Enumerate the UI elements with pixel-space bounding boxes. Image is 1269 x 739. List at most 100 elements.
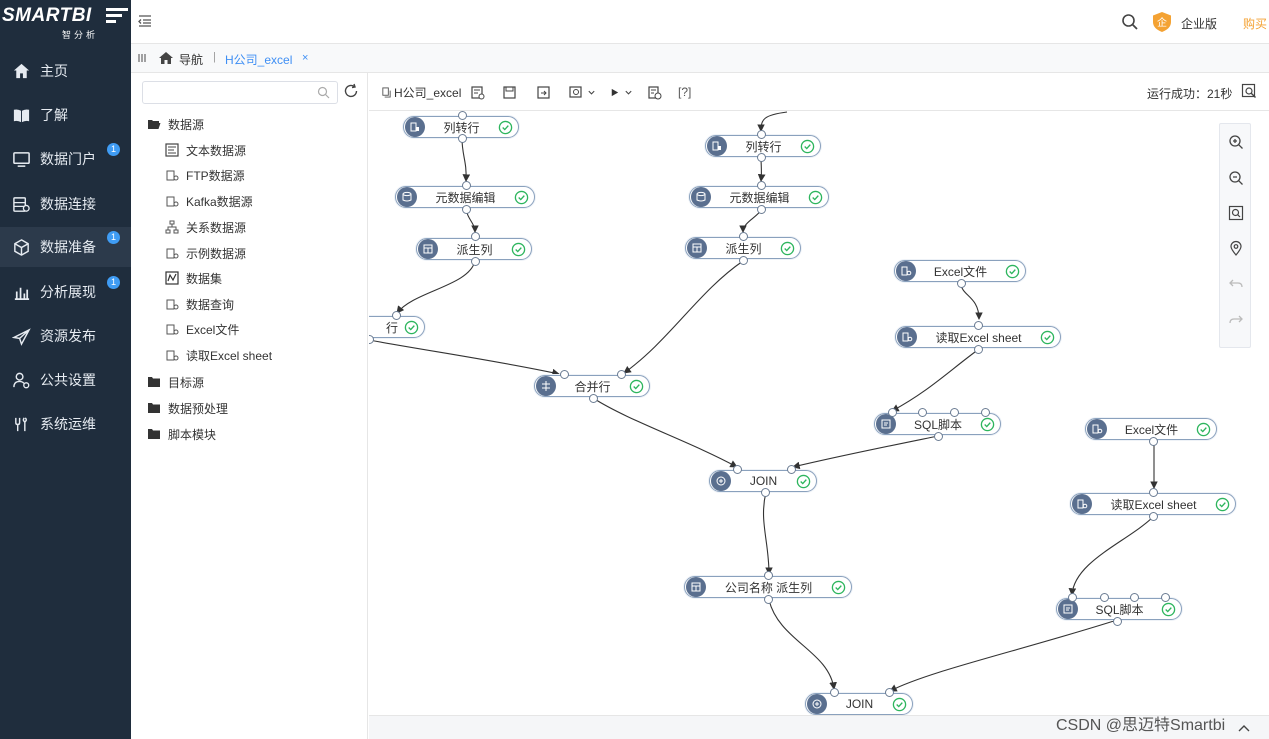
output-port[interactable] (1149, 512, 1158, 521)
tree-label: 关系数据源 (186, 220, 247, 235)
tree-item-read-excel-sheet[interactable]: 读取Excel sheet (165, 345, 272, 365)
input-port[interactable] (733, 465, 742, 474)
search-icon[interactable] (317, 86, 330, 99)
tree-item-relational-source[interactable]: 关系数据源 (165, 217, 246, 237)
nav-item-data-prep[interactable]: 数据准备 1 (0, 227, 131, 267)
collapse-menu-icon[interactable] (137, 13, 153, 29)
input-port[interactable] (918, 408, 927, 417)
nav-item-analysis[interactable]: 分析展现 1 (0, 272, 131, 312)
breadcrumb-nav[interactable]: 导航 (179, 53, 204, 67)
output-port[interactable] (739, 256, 748, 265)
output-port[interactable] (462, 205, 471, 214)
output-port[interactable] (764, 595, 773, 604)
input-port[interactable] (1130, 593, 1139, 602)
output-port[interactable] (957, 279, 966, 288)
flow-node-union-rows[interactable]: 合并行 (534, 375, 650, 397)
locate-icon[interactable] (1228, 240, 1244, 256)
preview-icon[interactable] (1241, 83, 1257, 99)
search-icon[interactable] (1121, 13, 1139, 31)
redo-icon[interactable] (1228, 312, 1244, 328)
output-port[interactable] (458, 134, 467, 143)
nav-item-home[interactable]: 主页 (0, 51, 131, 91)
zoom-in-icon[interactable] (1228, 134, 1244, 150)
output-port[interactable] (1113, 617, 1122, 626)
tree-folder-target[interactable]: 目标源 (147, 372, 204, 392)
output-port[interactable] (974, 345, 983, 354)
tree-item-sample-source[interactable]: 示例数据源 (165, 243, 246, 263)
input-port[interactable] (787, 465, 796, 474)
run-dropdown[interactable] (609, 84, 633, 100)
input-port[interactable] (764, 571, 773, 580)
input-port[interactable] (392, 311, 401, 320)
nav-item-portal[interactable]: 数据门户 1 (0, 139, 131, 179)
run-log-button[interactable] (647, 84, 662, 100)
tree-folder-script[interactable]: 脚本模块 (147, 424, 216, 444)
tree-item-excel-file[interactable]: Excel文件 (165, 319, 239, 339)
help-button[interactable]: [?] (678, 85, 692, 99)
tab-close-icon[interactable]: × (302, 52, 309, 64)
input-port[interactable] (1161, 593, 1170, 602)
nav-item-connection[interactable]: 数据连接 (0, 184, 131, 224)
flow-node-join-1[interactable]: JOIN (709, 470, 817, 492)
properties-button[interactable] (470, 84, 485, 100)
undo-icon[interactable] (1228, 276, 1244, 292)
tree-item-text-source[interactable]: 文本数据源 (165, 140, 246, 160)
input-port[interactable] (1068, 593, 1077, 602)
settings-dropdown[interactable] (569, 84, 596, 100)
flow-node-sql-script-2[interactable]: SQL脚本 (1056, 598, 1182, 620)
nav-item-publish[interactable]: 资源发布 (0, 316, 131, 356)
tree-folder-preprocess[interactable]: 数据预处理 (147, 398, 228, 418)
nav-item-learn[interactable]: 了解 (0, 95, 131, 135)
input-port[interactable] (1100, 593, 1109, 602)
save-as-button[interactable] (536, 84, 551, 100)
input-port[interactable] (950, 408, 959, 417)
output-port[interactable] (1149, 437, 1158, 446)
input-port[interactable] (739, 232, 748, 241)
output-port[interactable] (757, 205, 766, 214)
tree-item-data-query[interactable]: 数据查询 (165, 294, 234, 314)
output-port[interactable] (757, 153, 766, 162)
input-port[interactable] (757, 181, 766, 190)
input-port[interactable] (1149, 488, 1158, 497)
nav-item-ops[interactable]: 系统运维 (0, 404, 131, 444)
menu-bars-icon[interactable] (137, 52, 147, 64)
flow-node-company-derived-column[interactable]: 公司名称 派生列 (684, 576, 852, 598)
flow-node-unpivot-2[interactable]: 列转行 (705, 135, 821, 157)
input-port[interactable] (458, 111, 467, 120)
refresh-icon[interactable] (343, 83, 359, 99)
flow-canvas[interactable]: 列转行 元数据编辑 派生列 行 列转行 元数据编辑 派生列 (369, 111, 1269, 715)
input-port[interactable] (981, 408, 990, 417)
output-port[interactable] (761, 488, 770, 497)
zoom-out-icon[interactable] (1228, 170, 1244, 186)
flow-node-derived-column-1[interactable]: 派生列 (416, 238, 532, 260)
tree-folder-datasource[interactable]: 数据源 (147, 114, 204, 134)
input-port[interactable] (471, 232, 480, 241)
flow-node-metadata-edit-1[interactable]: 元数据编辑 (395, 186, 535, 208)
tree-search-input[interactable] (142, 81, 338, 104)
nav-item-settings[interactable]: 公共设置 (0, 360, 131, 400)
tree-item-ftp-source[interactable]: FTP数据源 (165, 165, 245, 185)
output-port[interactable] (589, 394, 598, 403)
input-port[interactable] (974, 321, 983, 330)
app-logo[interactable]: SMARTBI 智分析 (0, 0, 131, 44)
home-icon[interactable] (158, 50, 174, 66)
input-port[interactable] (757, 130, 766, 139)
save-button[interactable] (502, 84, 517, 100)
tab-h-company-excel[interactable]: H公司_excel (225, 53, 293, 67)
fit-view-icon[interactable] (1228, 205, 1244, 221)
database-icon (397, 187, 417, 207)
tree-item-kafka-source[interactable]: Kafka数据源 (165, 191, 253, 211)
output-port[interactable] (934, 432, 943, 441)
input-port[interactable] (462, 181, 471, 190)
output-port[interactable] (369, 335, 374, 344)
chevron-up-icon[interactable] (1237, 722, 1251, 734)
input-port[interactable] (617, 370, 626, 379)
input-port[interactable] (830, 688, 839, 697)
input-port[interactable] (560, 370, 569, 379)
input-port[interactable] (888, 408, 897, 417)
tree-item-dataset[interactable]: 数据集 (165, 268, 222, 288)
flow-node-join-2[interactable]: JOIN (805, 693, 913, 715)
buy-link[interactable]: 购买 (1243, 17, 1268, 31)
input-port[interactable] (885, 688, 894, 697)
output-port[interactable] (471, 257, 480, 266)
